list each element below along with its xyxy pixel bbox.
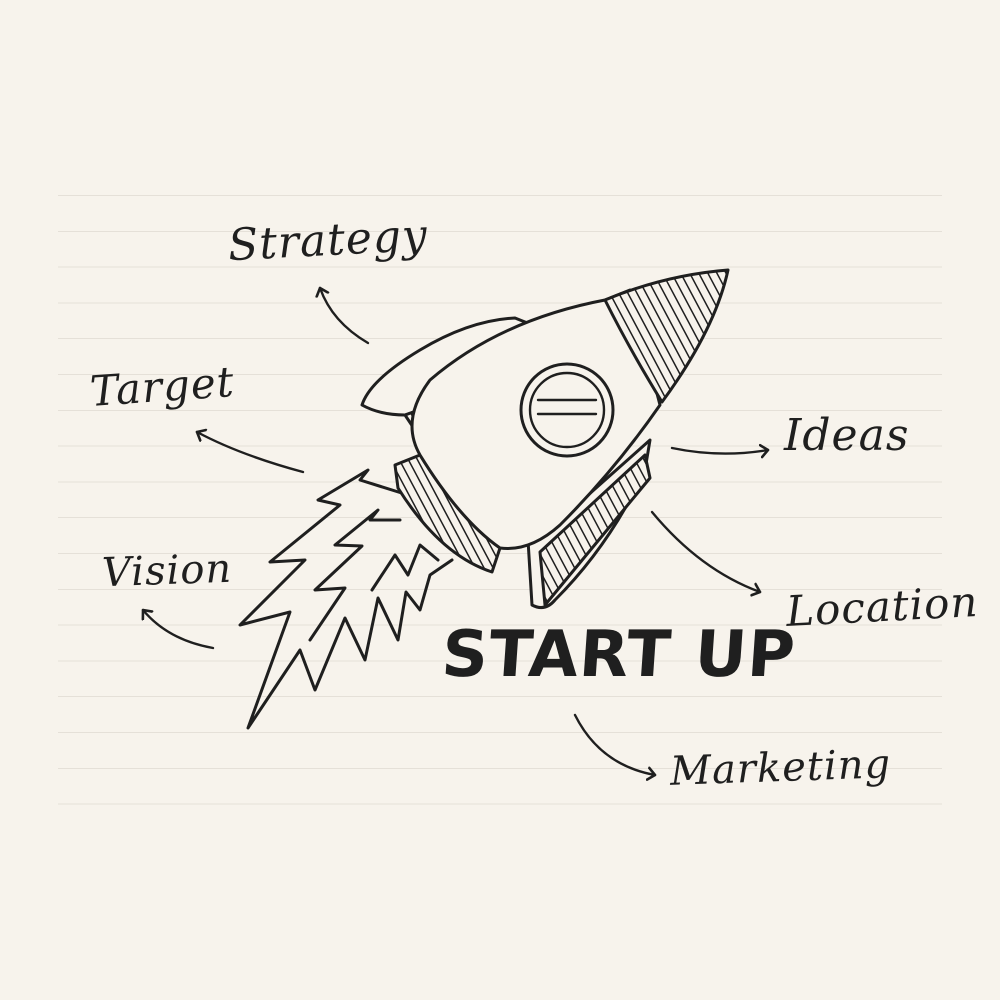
rocket-window-outer xyxy=(519,362,615,458)
label-strategy: Strategy xyxy=(226,209,430,272)
arrow-to-target xyxy=(197,432,305,474)
label-marketing: Marketing xyxy=(669,741,892,795)
rocket-flames xyxy=(238,468,454,730)
arrow-to-vision xyxy=(143,610,215,650)
label-vision: Vision xyxy=(101,545,233,597)
arrow-to-location xyxy=(650,510,760,592)
rocket-window-glare xyxy=(536,398,598,416)
arrow-to-marketing xyxy=(573,713,655,775)
diagram-title: START UP xyxy=(439,618,799,692)
rocket-window-inner xyxy=(528,371,606,449)
rocket-bottom-fin-band xyxy=(538,453,652,607)
label-location: Location xyxy=(784,576,980,637)
label-ideas: Ideas xyxy=(784,410,910,461)
rocket-nose-cone xyxy=(603,268,730,404)
arrow-to-ideas xyxy=(670,448,768,454)
arrow-to-strategy xyxy=(320,288,370,345)
label-target: Target xyxy=(88,357,237,416)
